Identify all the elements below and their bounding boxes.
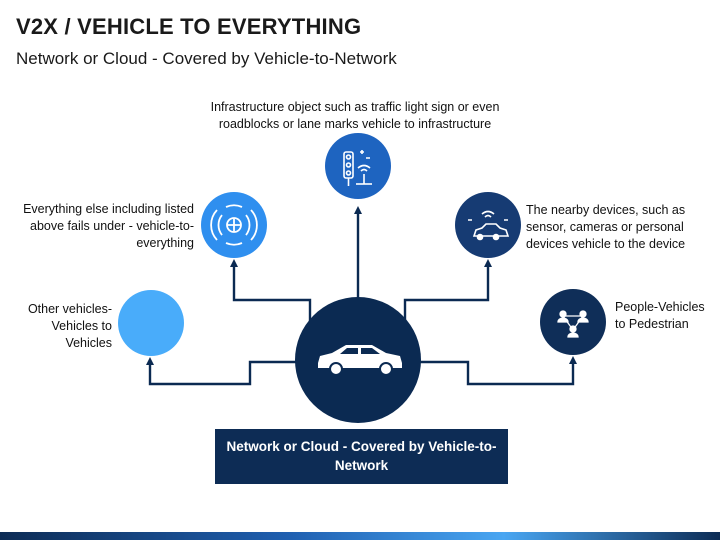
other-vehicles-label: Other vehicles-Vehicles to Vehicles xyxy=(27,302,112,350)
connectors xyxy=(146,206,577,386)
people-network-icon xyxy=(557,310,589,338)
traffic-light-icon xyxy=(343,150,372,186)
connector-nearby-devices xyxy=(403,259,492,338)
infrastructure-label: Infrastructure object such as traffic li… xyxy=(210,100,500,131)
connector-everything-else xyxy=(230,259,312,338)
everything-else-node xyxy=(201,192,267,258)
bottom-accent-bar xyxy=(0,532,720,540)
signal-globe-icon xyxy=(210,204,258,246)
nearby-devices-node xyxy=(455,192,521,258)
people-node xyxy=(540,289,606,355)
infrastructure-node xyxy=(325,133,391,199)
people-label: People-Vehicles to Pedestrian xyxy=(615,300,705,331)
everything-else-label: Everything else including listed above f… xyxy=(23,202,194,250)
network-banner: Network or Cloud - Covered by Vehicle-to… xyxy=(215,429,508,484)
nearby-devices-label: The nearby devices, such as sensor, came… xyxy=(526,203,686,251)
page-subtitle: Network or Cloud - Covered by Vehicle-to… xyxy=(16,49,397,68)
connector-people xyxy=(420,356,577,386)
center-node xyxy=(295,297,421,423)
car-icon xyxy=(318,345,402,376)
other-vehicles-node xyxy=(118,290,184,356)
connected-car-icon xyxy=(468,210,510,241)
connector-other-vehicles xyxy=(146,357,296,386)
page-title: V2X / VEHICLE TO EVERYTHING xyxy=(16,14,362,39)
